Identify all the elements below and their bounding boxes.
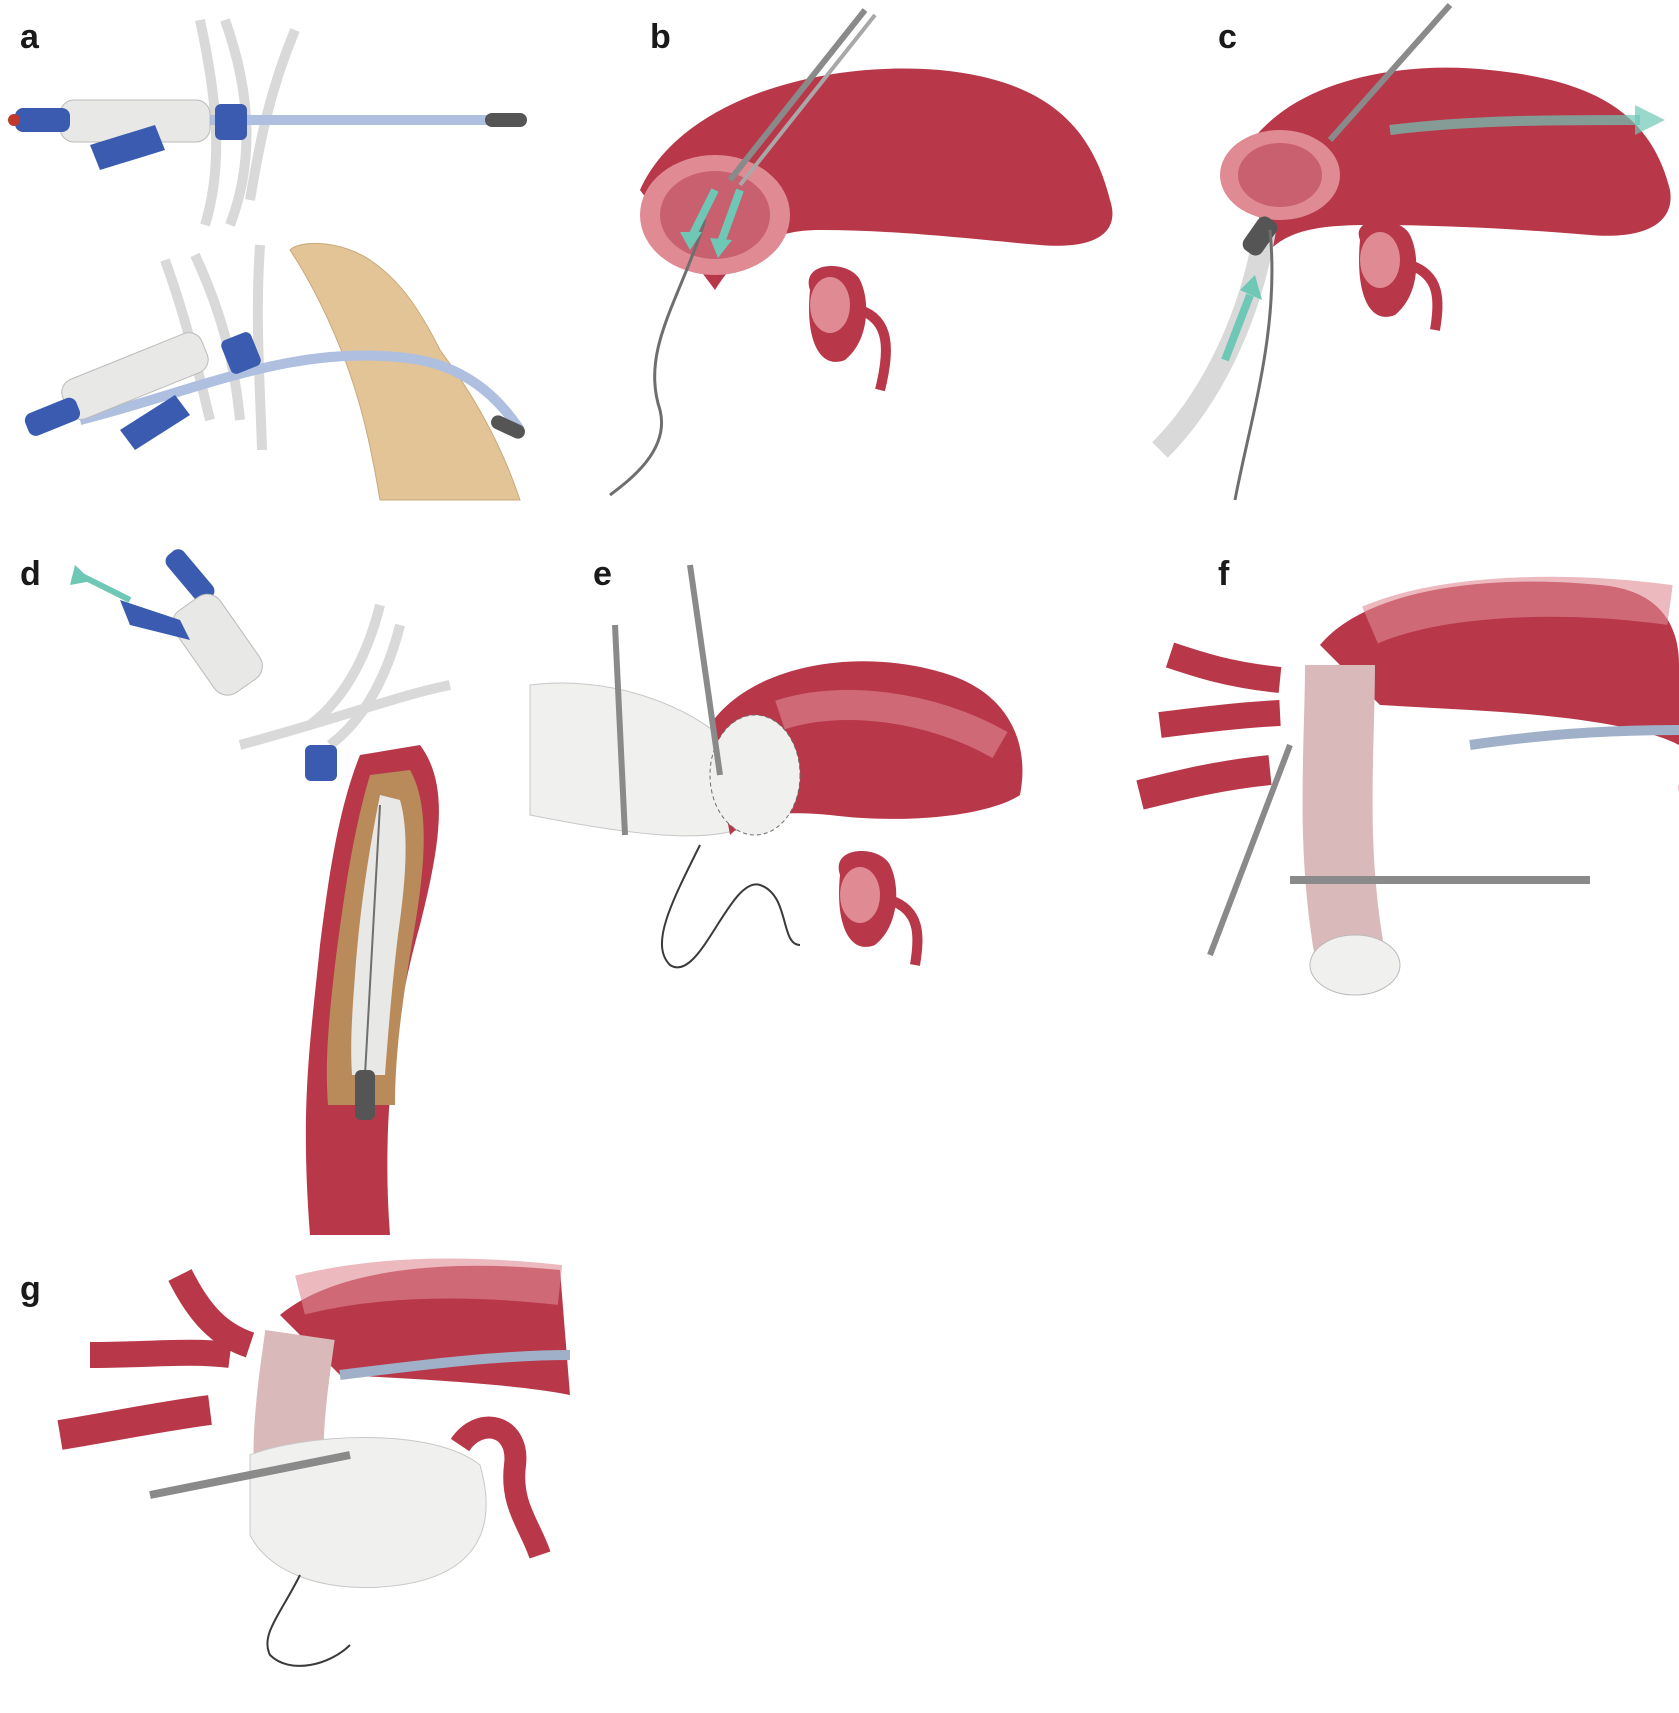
panel-label-d: d — [20, 555, 41, 593]
forceps-icon — [727, 8, 868, 182]
tube-graft — [1302, 664, 1385, 962]
stent-graft — [351, 795, 406, 1075]
panel-e-anastomosis — [529, 545, 1090, 1085]
panel-g-completed-repair — [0, 1255, 600, 1713]
forceps-icon — [1327, 3, 1453, 142]
panel-c-device-advance — [1152, 0, 1679, 510]
guidewire — [609, 219, 707, 497]
panel-label-c: c — [1218, 18, 1237, 56]
aortic-valve-inset-icon — [1358, 220, 1443, 331]
clamp-icon — [149, 1451, 351, 1499]
panel-b-arch-guidewire — [609, 0, 1120, 510]
suture — [661, 844, 801, 969]
brachiocephalic-branch — [168, 1269, 255, 1358]
panel-label-a: a — [20, 18, 39, 56]
aortic-valve-inset-icon — [838, 851, 923, 966]
teal-arrow-icon — [1389, 115, 1641, 135]
panel-f-arch-graft — [1136, 545, 1679, 1065]
forceps-icon — [612, 624, 628, 836]
elephant-trunk-graft — [249, 1437, 487, 1588]
panel-label-e: e — [593, 555, 612, 593]
clamp-icon — [1207, 743, 1293, 957]
panel-label-f: f — [1218, 555, 1230, 593]
suture — [266, 1574, 351, 1667]
delivery-device-bent — [24, 242, 525, 501]
aortic-valve-inset-icon — [808, 266, 891, 392]
brachiocephalic-branch — [1165, 642, 1282, 693]
panel-label-g: g — [20, 1270, 41, 1308]
panel-label-b: b — [650, 18, 671, 56]
delivery-device-straight — [8, 18, 527, 227]
panel-a-delivery-device — [0, 0, 560, 510]
guidewire — [1233, 229, 1274, 501]
teal-arrow-icon — [686, 188, 719, 242]
suture-line — [709, 714, 801, 836]
panel-d-stent-deployment — [0, 545, 560, 1245]
